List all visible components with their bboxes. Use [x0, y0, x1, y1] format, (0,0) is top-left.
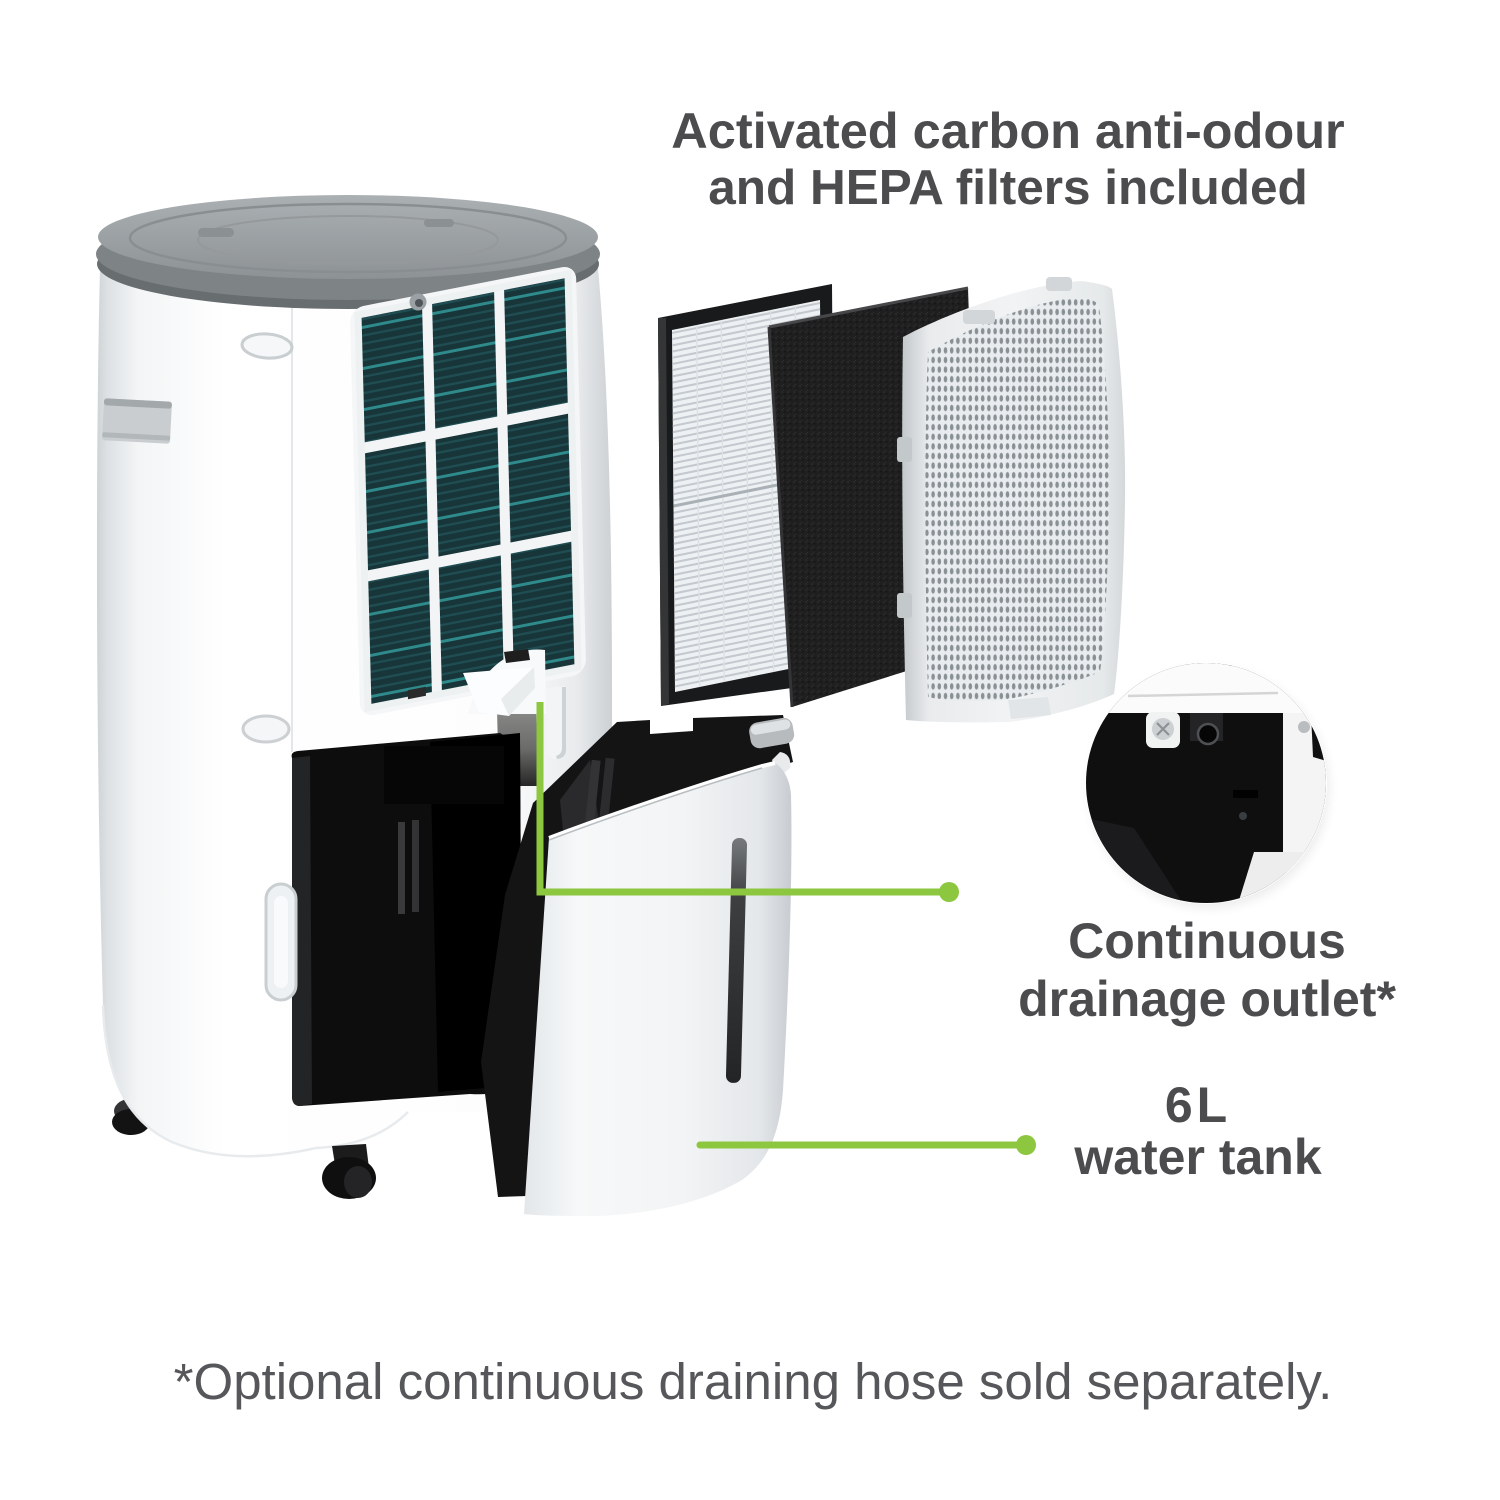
svg-text:6L: 6L — [1165, 1077, 1231, 1133]
svg-text:and HEPA filters included: and HEPA filters included — [708, 160, 1308, 215]
svg-text:drainage outlet*: drainage outlet* — [1018, 971, 1396, 1027]
svg-text:*Optional continuous draining: *Optional continuous draining hose sold … — [174, 1353, 1333, 1410]
svg-text:Activated carbon anti-odour: Activated carbon anti-odour — [671, 102, 1344, 159]
svg-text:water tank: water tank — [1073, 1129, 1322, 1185]
svg-text:Continuous: Continuous — [1068, 913, 1346, 969]
